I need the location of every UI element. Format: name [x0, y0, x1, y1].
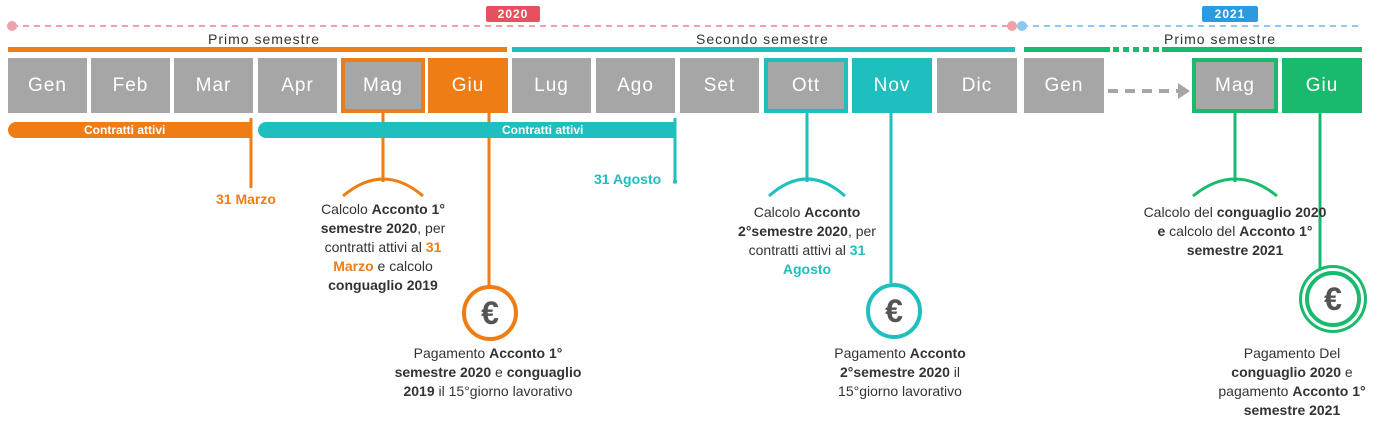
month-nov-2020: Nov — [852, 58, 932, 113]
month-gen-2020: Gen — [8, 58, 87, 113]
semester-3-bar-b — [1162, 47, 1362, 52]
euro-icon-nov-2020: € — [866, 283, 922, 339]
ott-2020-arc — [768, 177, 846, 198]
year-2021-start-dot — [1017, 21, 1027, 31]
note-calc-ott-2020: Calcolo Acconto 2°semestre 2020, per con… — [738, 204, 876, 277]
month-giu-2020: Giu — [428, 58, 508, 113]
contracts-bar-second: Contratti attivi — [258, 122, 675, 138]
month-mag-2020: Mag — [341, 58, 425, 113]
mag-2020-arc — [342, 177, 424, 198]
month-ott-2020: Ott — [764, 58, 848, 113]
semester-label-3: Primo semestre — [1160, 31, 1281, 47]
euro-icon-giu-2021: € — [1305, 271, 1361, 327]
note-calc-mag-2020: Calcolo Acconto 1° semestre 2020, per co… — [320, 201, 446, 293]
month-gen-2021: Gen — [1024, 58, 1104, 113]
date-31-agosto: 31 Agosto — [594, 171, 662, 187]
note-pay-nov-2020: Pagamento Acconto 2°semestre 2020 il 15°… — [834, 345, 966, 399]
semester-3-bar-a — [1024, 47, 1110, 52]
year-badge-2021: 2021 — [1202, 6, 1258, 22]
arrow-head — [1178, 83, 1190, 99]
month-feb-2020: Feb — [91, 58, 170, 113]
contracts-bar-first: Contratti attivi — [8, 122, 252, 138]
semester-label-2: Secondo semestre — [692, 31, 833, 47]
month-set-2020: Set — [680, 58, 759, 113]
month-lug-2020: Lug — [512, 58, 591, 113]
year-2020-end-dot — [1007, 21, 1017, 31]
month-dic-2020: Dic — [937, 58, 1017, 113]
month-giu-2021: Giu — [1282, 58, 1362, 113]
month-mar-2020: Mar — [174, 58, 253, 113]
semester-1-bar — [8, 47, 507, 52]
note-pay-giu-2021: Pagamento Del conguaglio 2020 e pagament… — [1218, 345, 1366, 418]
note-pay-giu-2020: Pagamento Acconto 1° semestre 2020 e con… — [394, 345, 582, 399]
euro-icon-giu-2020: € — [462, 285, 518, 341]
date-31-marzo: 31 Marzo — [216, 191, 276, 207]
month-mag-2021: Mag — [1192, 58, 1278, 113]
semester-label-1: Primo semestre — [204, 31, 325, 47]
year-badge-2020: 2020 — [486, 6, 540, 22]
month-ago-2020: Ago — [596, 58, 675, 113]
semester-2-bar — [512, 47, 1015, 52]
month-apr-2020: Apr — [258, 58, 337, 113]
mag-2021-arc — [1192, 177, 1278, 198]
note-calc-mag-2021: Calcolo del conguaglio 2020 e calcolo de… — [1143, 204, 1327, 258]
year-2020-start-dot — [7, 21, 17, 31]
